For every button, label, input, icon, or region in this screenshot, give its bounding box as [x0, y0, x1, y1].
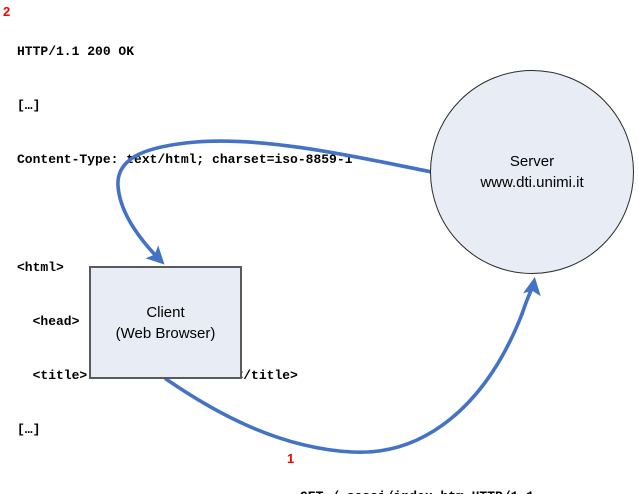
- request-line-0: GET /~sassi/index.htm HTTP/1.1: [300, 488, 534, 494]
- client-node[interactable]: Client (Web Browser): [89, 266, 242, 379]
- response-line-1: […]: [17, 98, 41, 113]
- client-label-line1: Client: [146, 303, 185, 321]
- response-line-5: <head>: [17, 314, 80, 329]
- server-node[interactable]: Server www.dti.unimi.it: [430, 70, 634, 274]
- server-label-line2: www.dti.unimi.it: [480, 174, 584, 191]
- response-line-2: Content-Type: text/html; charset=iso-885…: [17, 152, 353, 167]
- response-line-4: <html>: [17, 260, 64, 275]
- http-response-text: HTTP/1.1 200 OK […] Content-Type: text/h…: [17, 7, 352, 475]
- server-label-line1: Server: [509, 153, 555, 170]
- step-marker-2: 2: [3, 4, 11, 19]
- step-marker-1: 1: [287, 451, 295, 466]
- client-label-line2: (Web Browser): [115, 324, 216, 342]
- request-arrow-tip: [520, 277, 541, 316]
- response-line-3: [17, 205, 352, 223]
- response-line-7: […]: [17, 422, 41, 437]
- response-line-0: HTTP/1.1 200 OK: [17, 44, 135, 59]
- http-request-text: GET /~sassi/index.htm HTTP/1.1 Host: www…: [300, 452, 534, 494]
